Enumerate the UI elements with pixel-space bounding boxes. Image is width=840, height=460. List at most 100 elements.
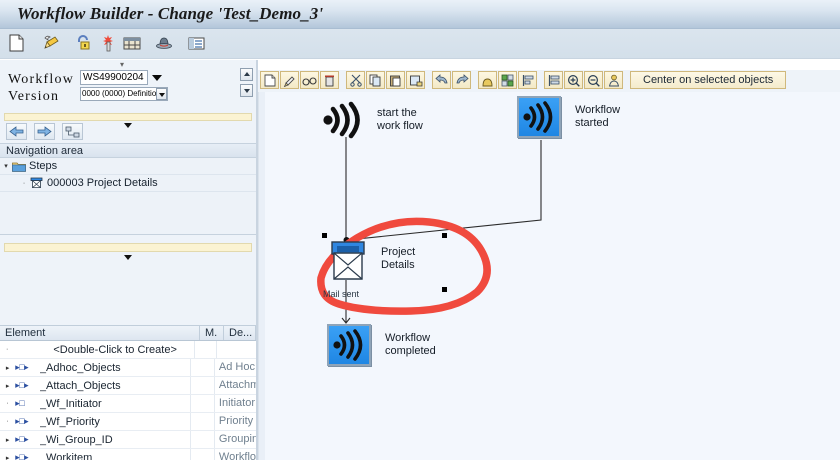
panel-collapse-handle[interactable]: ▾ <box>120 60 125 69</box>
row-m-cell <box>190 413 214 430</box>
tree-table-splitter-caret-icon[interactable] <box>124 255 132 260</box>
workflow-started-tile <box>517 96 561 138</box>
tree-item-steps[interactable]: ▾ Steps <box>0 158 256 175</box>
row-twisty-icon[interactable]: ▸ <box>5 382 10 390</box>
tree-item-project-details[interactable]: · 000003 Project Details <box>0 175 256 192</box>
column-header-m[interactable]: M. <box>200 326 224 340</box>
paste-special-button[interactable] <box>406 71 425 89</box>
diagram-new-button[interactable] <box>260 71 279 89</box>
row-m-cell <box>193 341 216 358</box>
hierarchy-icon <box>65 126 80 137</box>
element-table-body[interactable]: · <Double-Click to Create> ▸ ▸□▸ _Adhoc_Obje… <box>0 341 256 460</box>
column-header-description[interactable]: De... <box>224 326 256 340</box>
diagram-toolbar: Center on selected objects <box>258 70 840 92</box>
layout-button[interactable] <box>498 71 517 89</box>
canvas-left-gutter <box>259 92 265 460</box>
zoom-out-button[interactable] <box>584 71 603 89</box>
node-project-details[interactable]: Project Details <box>329 240 415 285</box>
title-bar: Workflow Builder - Change 'Test_Demo_3' <box>0 0 840 29</box>
workflow-input[interactable]: WS49900204 <box>80 70 148 85</box>
row-description-cell: Workflo <box>213 449 256 460</box>
version-dropdown-arrow-icon[interactable] <box>156 88 167 100</box>
row-element-name: <Double-Click to Create> <box>53 343 177 356</box>
node-start[interactable]: start the work flow <box>319 100 423 143</box>
redo-icon <box>456 74 469 84</box>
selection-handle-br[interactable] <box>442 287 447 292</box>
panel-divider[interactable] <box>256 60 258 460</box>
selection-handle-tr[interactable] <box>442 233 447 238</box>
header-splitter[interactable] <box>4 113 252 121</box>
row-twisty-icon[interactable]: ▸ <box>5 364 10 372</box>
thumb-button[interactable] <box>478 71 497 89</box>
table-button[interactable] <box>121 32 143 54</box>
header-splitter-caret-icon[interactable] <box>124 123 132 128</box>
diagram-edit-button[interactable] <box>280 71 299 89</box>
row-element-name: _Wf_Priority <box>39 415 100 428</box>
basic-data-button[interactable] <box>153 32 175 54</box>
cut-button[interactable] <box>346 71 365 89</box>
row-twisty-icon[interactable]: · <box>6 418 9 425</box>
row-description-cell: Initiator <box>213 395 256 412</box>
row-description-cell: Attachm <box>213 377 256 394</box>
list-button[interactable] <box>185 32 207 54</box>
align-button[interactable] <box>518 71 537 89</box>
row-twisty-icon[interactable]: ▸ <box>5 436 10 444</box>
redo-button[interactable] <box>452 71 471 89</box>
edit-pencil-button[interactable] <box>41 32 63 54</box>
table-row[interactable]: · <Double-Click to Create> <box>0 341 256 359</box>
navigation-tree: ▾ Steps · 000003 <box>0 158 256 235</box>
row-element-name: _Adhoc_Objects <box>39 361 121 374</box>
agent-button[interactable] <box>604 71 623 89</box>
new-document-button[interactable] <box>5 32 27 54</box>
back-button[interactable] <box>6 123 27 140</box>
undo-button[interactable] <box>432 71 451 89</box>
column-header-element[interactable]: Element <box>0 326 200 340</box>
copy-icon <box>369 74 381 86</box>
workflow-dropdown-icon[interactable] <box>152 75 162 81</box>
nav-sep-1 <box>28 123 33 140</box>
nav-sep-2 <box>56 123 61 140</box>
left-panel: ▾ Workflow WS49900204 Version 0000 (0000… <box>0 60 256 460</box>
diagram-display-button[interactable] <box>300 71 319 89</box>
center-on-selected-objects-button[interactable]: Center on selected objects <box>630 71 787 89</box>
row-twisty-icon[interactable]: ▸ <box>5 454 10 460</box>
layout-icon <box>501 74 514 86</box>
workflow-canvas[interactable]: start the work flow Workflow started <box>258 92 840 460</box>
version-select[interactable]: 0000 (0000) Definition <box>80 87 168 101</box>
hierarchy-button[interactable] <box>62 123 83 140</box>
zoom-in-button[interactable] <box>564 71 583 89</box>
tree-twisty-steps[interactable]: ▾ <box>4 162 8 170</box>
table-row[interactable]: ▸▸□▸_Wi_Group_IDGrouping <box>0 431 256 449</box>
table-icon <box>123 37 141 50</box>
row-twisty-icon[interactable]: · <box>5 346 9 353</box>
lock-button[interactable] <box>73 32 95 54</box>
row-description-cell <box>216 341 256 358</box>
wizard-button[interactable] <box>97 32 119 54</box>
lock-icon <box>78 35 90 50</box>
align-left-button[interactable] <box>544 71 563 89</box>
scroll-up-button[interactable] <box>240 68 253 81</box>
forward-button[interactable] <box>34 123 55 140</box>
navigation-buttons <box>6 123 83 140</box>
scroll-down-button[interactable] <box>240 84 253 97</box>
tree-table-splitter[interactable] <box>4 243 252 252</box>
diagram-delete-button[interactable] <box>320 71 339 89</box>
selection-handle-tl[interactable] <box>322 233 327 238</box>
zoom-out-icon <box>587 74 600 87</box>
row-twisty-icon[interactable]: · <box>6 400 9 407</box>
node-project-details-label: Project Details <box>381 246 416 271</box>
wizard-icon <box>103 35 113 52</box>
node-workflow-completed-label: Workflow completed <box>385 332 436 357</box>
connector-lines <box>341 137 542 324</box>
container-element-icon: ▸□▸ <box>15 380 29 390</box>
back-arrow-icon <box>9 126 24 137</box>
paste-button[interactable] <box>386 71 405 89</box>
copy-button[interactable] <box>366 71 385 89</box>
row-description-cell: Grouping <box>213 431 256 448</box>
main-toolbar <box>0 29 840 59</box>
